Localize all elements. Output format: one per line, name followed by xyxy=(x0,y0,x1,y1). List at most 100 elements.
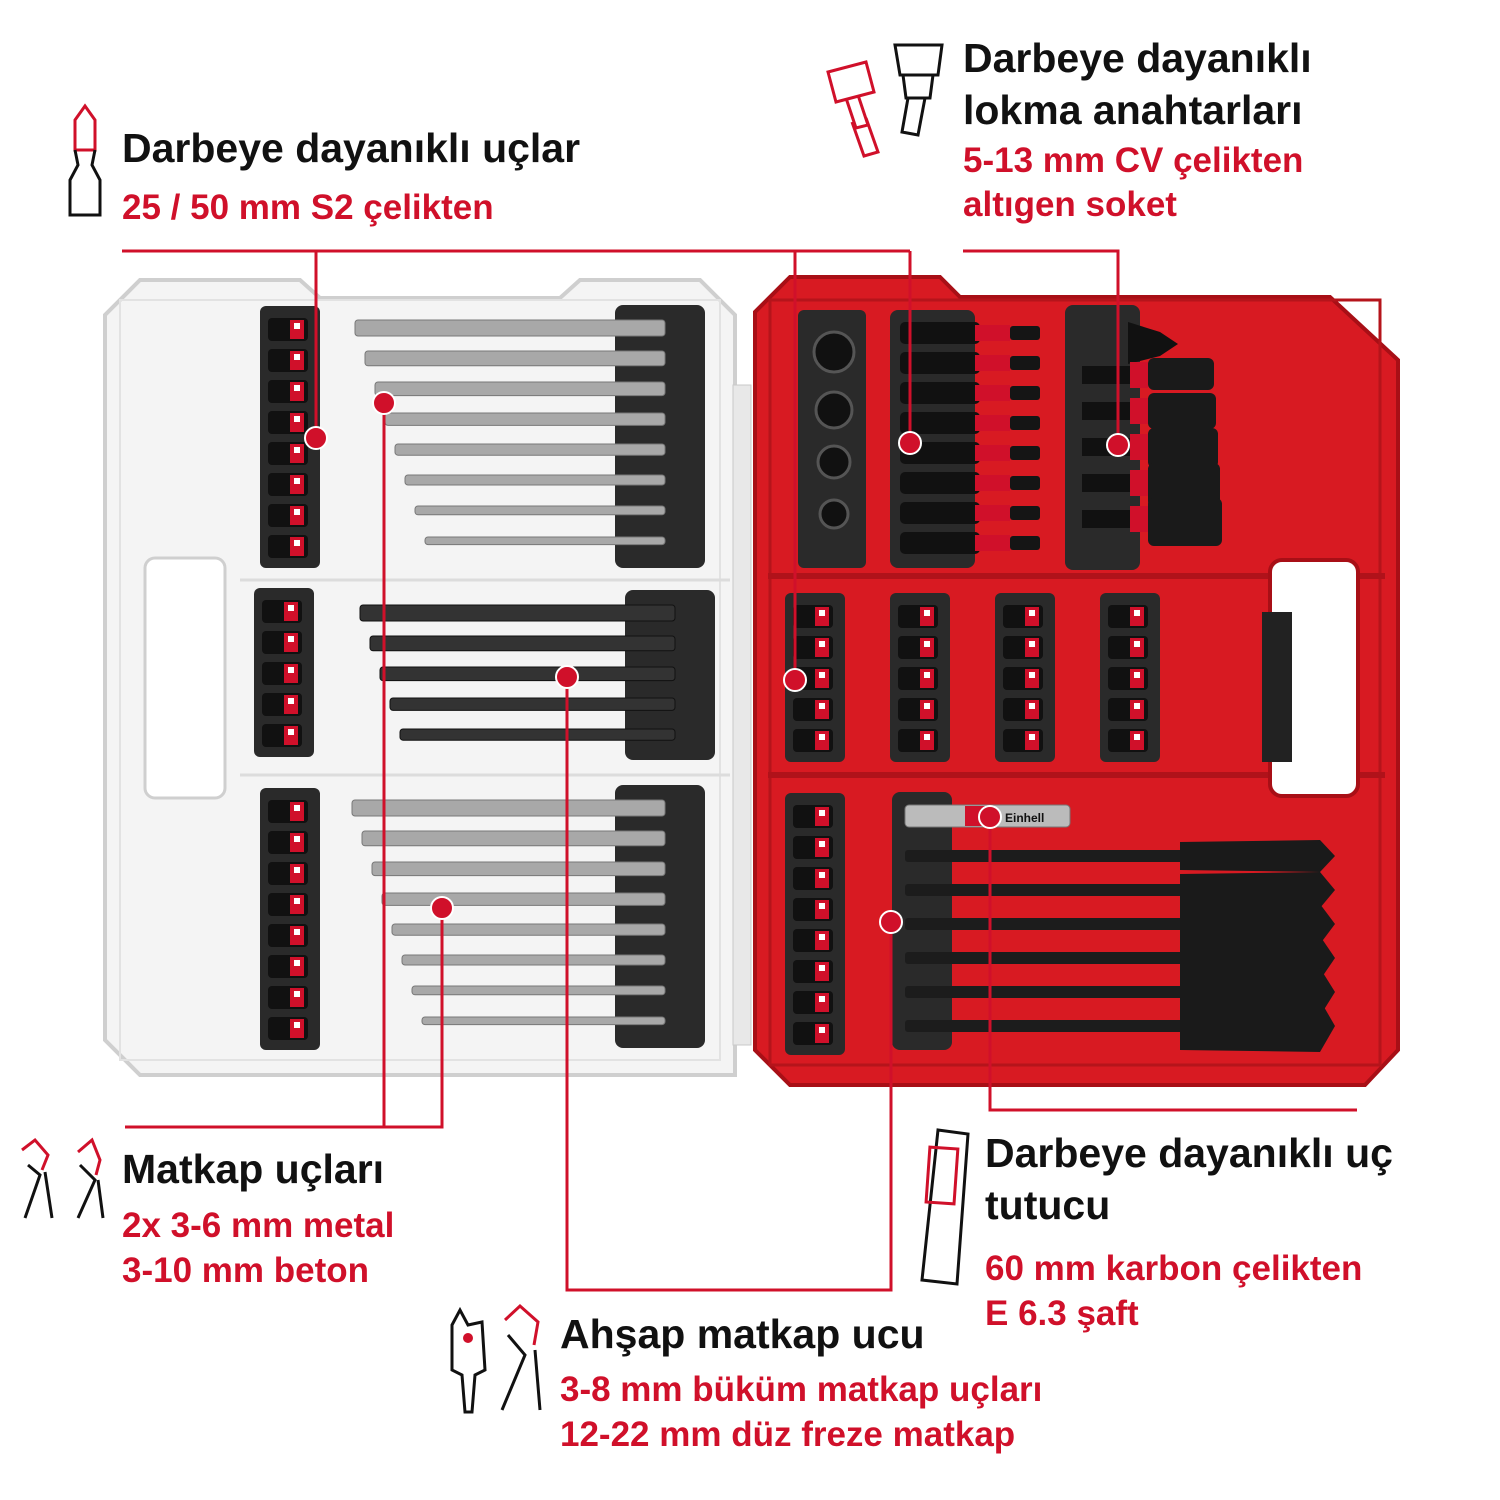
socket-shank xyxy=(1082,402,1132,420)
brand-mark xyxy=(294,960,300,966)
bit-band xyxy=(1130,607,1144,626)
brand-mark xyxy=(1134,641,1140,647)
socket-band xyxy=(1130,362,1148,388)
bit-tip xyxy=(1010,416,1040,430)
long-bit xyxy=(900,322,980,344)
drill-bit xyxy=(361,830,666,847)
drill-bit xyxy=(391,923,666,936)
sockets-title-line1: Darbeye dayanıklı xyxy=(963,35,1312,81)
spade-bit-shank xyxy=(905,918,1185,930)
wood-drill-spec-line2: 12-22 mm düz freze matkap xyxy=(560,1415,1016,1454)
bit-band xyxy=(920,669,934,688)
bit-band xyxy=(815,1024,829,1043)
sockets-spec-line2: altıgen soket xyxy=(963,185,1177,224)
drill-bit xyxy=(379,666,676,682)
bit-band xyxy=(290,413,304,432)
bit-holder-brand-label: Einhell xyxy=(1005,811,1044,825)
impact-socket xyxy=(1148,463,1220,507)
bit-band xyxy=(290,895,304,914)
bit-band xyxy=(815,838,829,857)
brand-mark xyxy=(294,991,300,997)
bit-band xyxy=(920,731,934,750)
bit-tip xyxy=(1010,506,1040,520)
bit-band xyxy=(975,475,1010,491)
drill-bit xyxy=(401,954,666,966)
drill-bit xyxy=(414,505,666,516)
brand-mark xyxy=(294,416,300,422)
long-bit xyxy=(900,502,980,524)
brand-mark xyxy=(819,641,825,647)
drill-bit xyxy=(404,474,666,486)
bit-band xyxy=(815,731,829,750)
bit-band xyxy=(290,957,304,976)
bit-holder-spec-line1: 60 mm karbon çelikten xyxy=(985,1249,1363,1288)
bit-band xyxy=(975,355,1010,371)
bit-band xyxy=(815,607,829,626)
leader-dots xyxy=(304,391,1130,934)
brand-mark xyxy=(1029,641,1035,647)
spade-bit-shank xyxy=(905,952,1185,964)
bit-tip xyxy=(1010,326,1040,340)
sockets-spec-line1: 5-13 mm CV çelikten xyxy=(963,141,1304,180)
drill-bit xyxy=(399,728,676,741)
drill-bit xyxy=(369,635,676,652)
brand-mark xyxy=(294,929,300,935)
masonry-drills-tray xyxy=(615,305,705,568)
socket-adapter xyxy=(816,444,852,480)
brand-mark xyxy=(819,610,825,616)
bit-band xyxy=(975,445,1010,461)
bit-band xyxy=(284,726,298,745)
brand-mark xyxy=(1134,610,1140,616)
brand-mark xyxy=(294,898,300,904)
bit-band xyxy=(284,695,298,714)
wood-drill-spec-line1: 3-8 mm büküm matkap uçları xyxy=(560,1370,1043,1409)
bit-band xyxy=(1130,731,1144,750)
bit-band xyxy=(284,633,298,652)
brand-mark xyxy=(924,610,930,616)
impact-bits-title: Darbeye dayanıklı uçlar xyxy=(122,125,581,171)
brand-mark xyxy=(294,540,300,546)
bit-holder-spec-line2: E 6.3 şaft xyxy=(985,1294,1139,1333)
spade-bit-blade xyxy=(1180,872,1335,908)
brand-mark xyxy=(819,903,825,909)
bit-band xyxy=(1025,669,1039,688)
bit-band xyxy=(1130,638,1144,657)
brand-mark xyxy=(294,323,300,329)
bit-band xyxy=(290,506,304,525)
bit-band xyxy=(290,926,304,945)
brand-mark xyxy=(294,447,300,453)
brand-mark xyxy=(819,965,825,971)
bit-band xyxy=(975,415,1010,431)
bit-band xyxy=(975,505,1010,521)
impact-socket xyxy=(1148,393,1216,429)
brand-mark xyxy=(294,509,300,515)
clear-case-half xyxy=(103,278,752,1077)
drill-bit xyxy=(389,697,676,711)
wood-drill-icon xyxy=(450,1303,542,1414)
bit-band xyxy=(290,833,304,852)
impact-socket xyxy=(1148,498,1222,546)
brand-mark xyxy=(1134,672,1140,678)
bit-band xyxy=(290,444,304,463)
bit-band xyxy=(1025,700,1039,719)
long-bit xyxy=(900,412,980,434)
bit-tip xyxy=(1010,446,1040,460)
bit-band xyxy=(815,700,829,719)
drill-bit xyxy=(364,350,666,367)
long-bit xyxy=(900,532,980,554)
long-bit xyxy=(900,472,980,494)
leader-lines xyxy=(122,249,1357,1292)
bits-bottom-right-tray xyxy=(785,793,845,1055)
bit-band xyxy=(975,385,1010,401)
bit-band xyxy=(975,535,1010,551)
socket-shank xyxy=(1082,366,1132,384)
brand-mark xyxy=(294,867,300,873)
impact-socket xyxy=(1148,358,1214,390)
socket-icon xyxy=(826,43,944,158)
brand-mark xyxy=(1029,734,1035,740)
brand-mark xyxy=(1029,703,1035,709)
bit-band xyxy=(284,602,298,621)
drill-bit xyxy=(359,604,676,622)
